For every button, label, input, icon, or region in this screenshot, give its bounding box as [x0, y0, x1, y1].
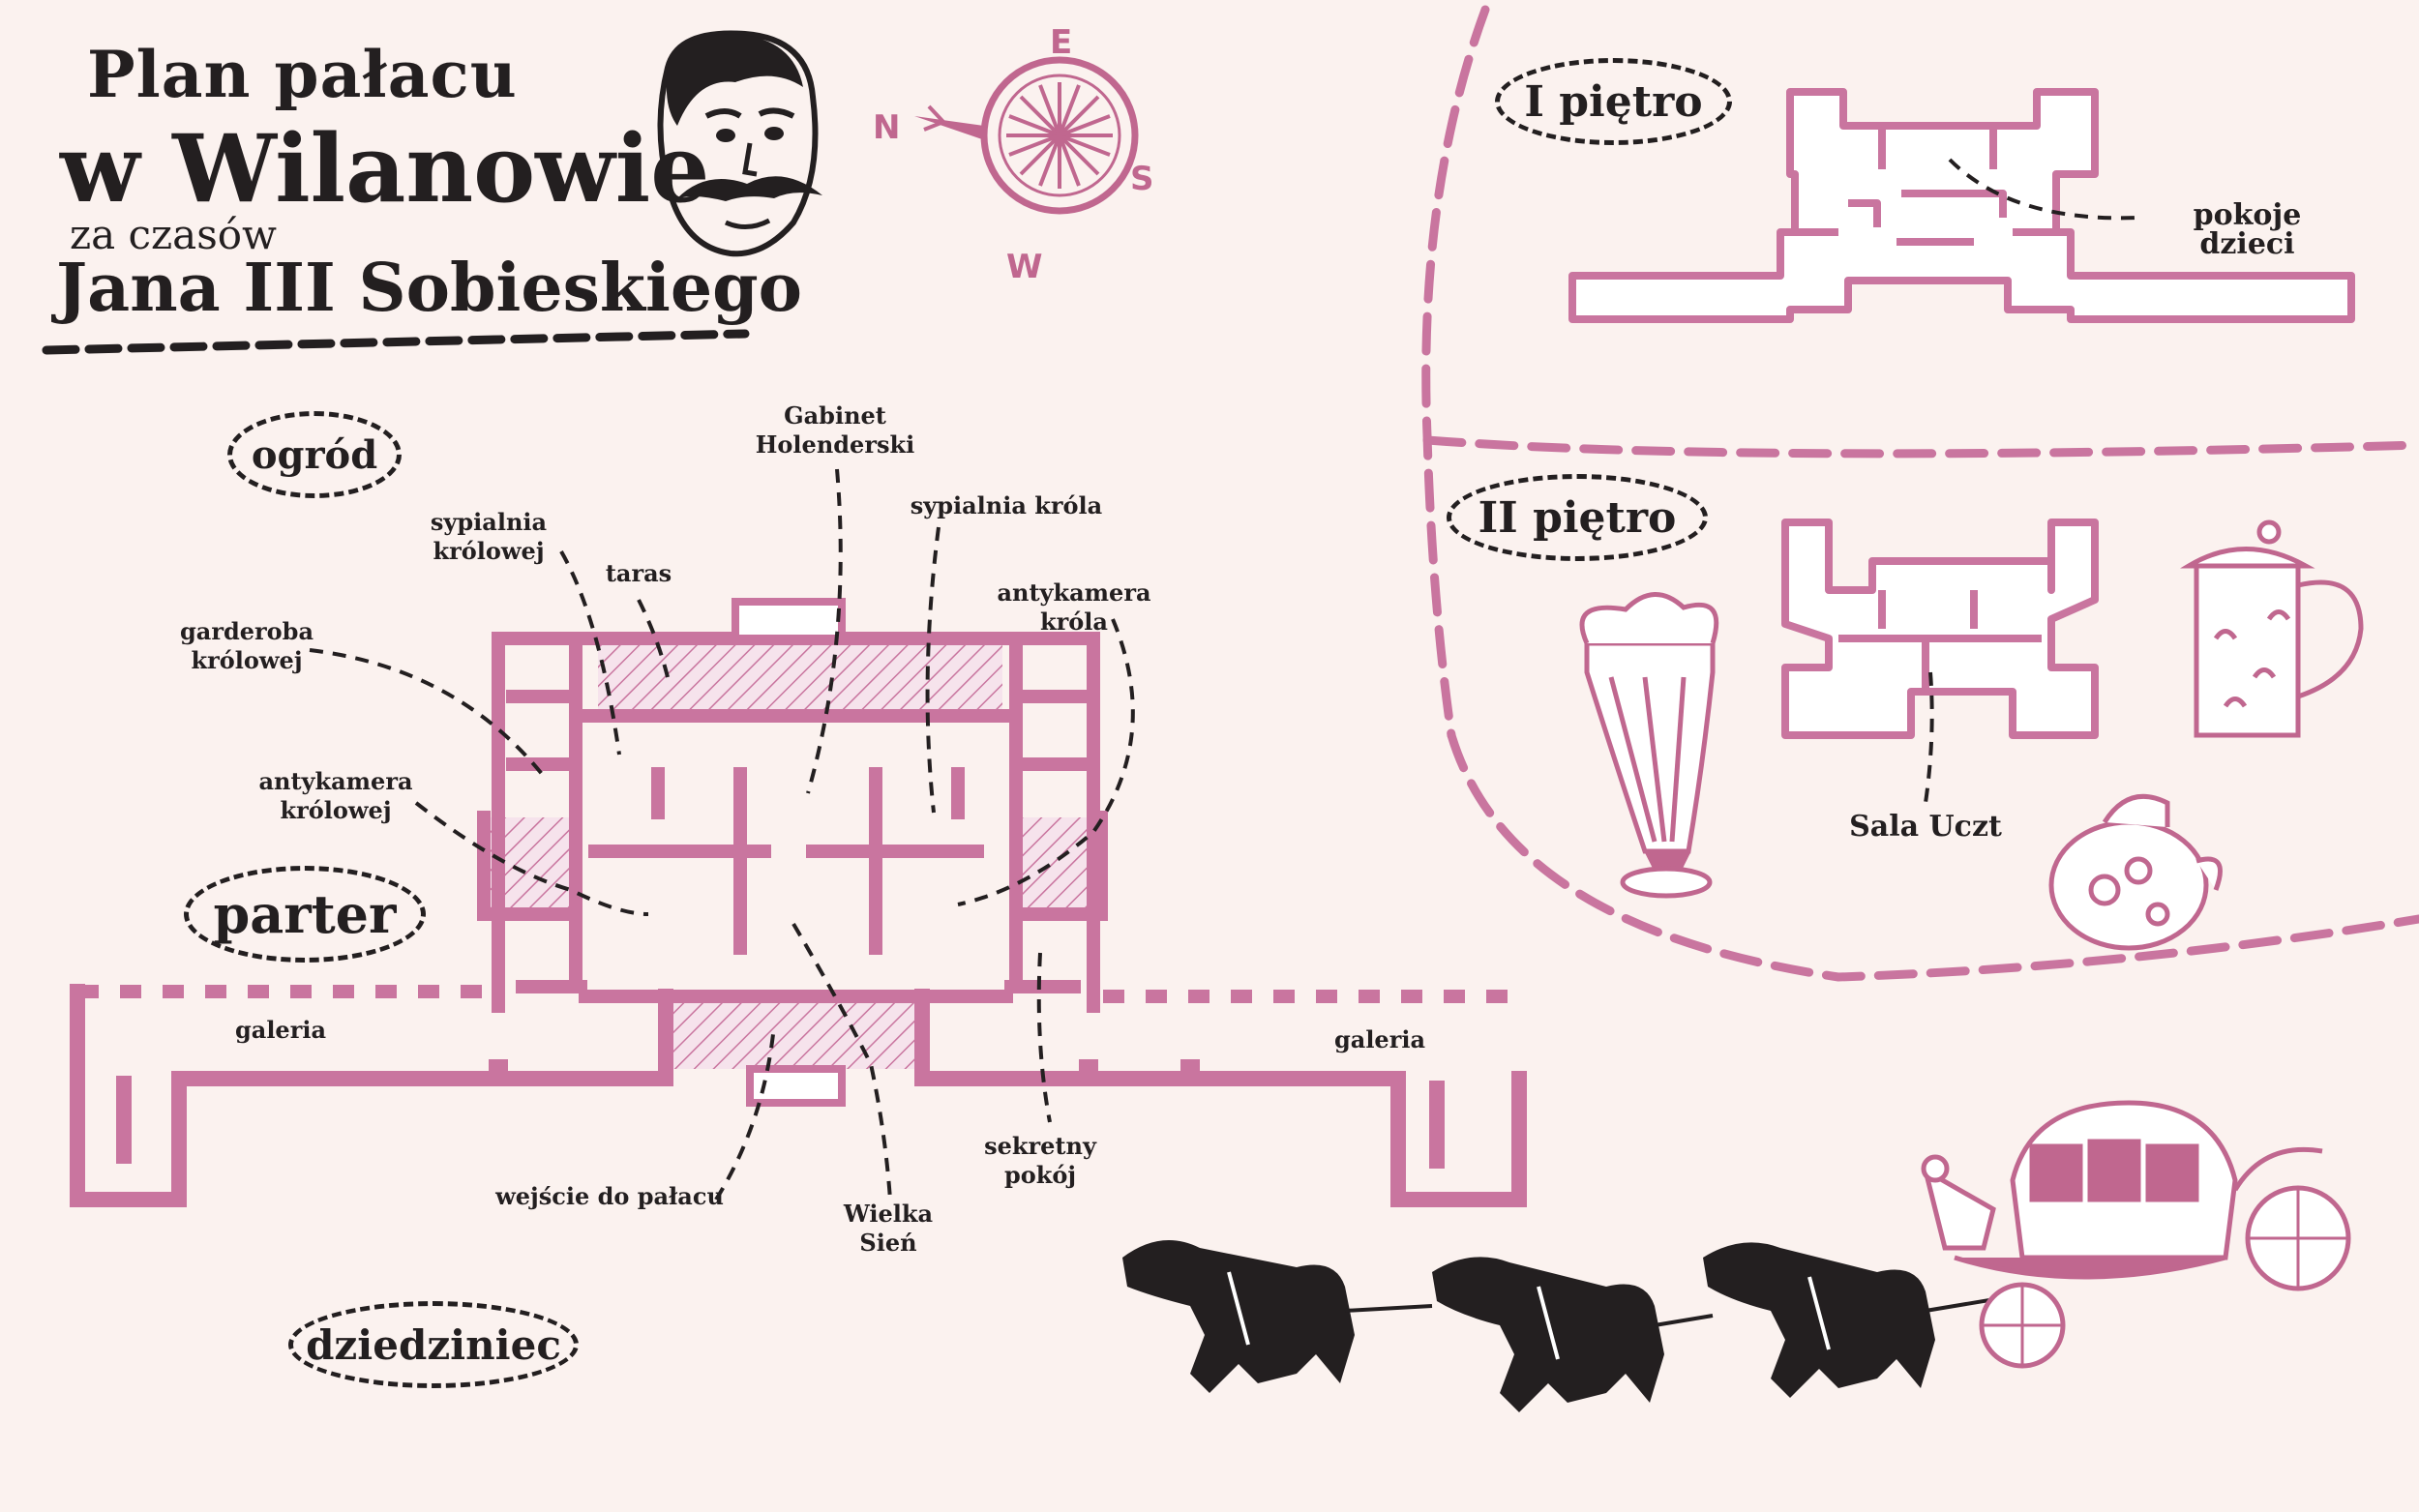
compass-letter-e: E	[1050, 23, 1073, 62]
zone-badge-second-floor: II piętro	[1447, 474, 1708, 561]
label-wielka-sien: Wielka Sień	[843, 1200, 934, 1257]
label-garderoba-krolowej: garderoba królowej	[179, 617, 314, 674]
compass-letter-n: N	[873, 108, 901, 147]
label-galeria-right: galeria	[1333, 1025, 1426, 1053]
zone-badge-garden: ogród	[227, 411, 402, 498]
title-line-1: Plan pałacu	[87, 37, 518, 112]
king-portrait	[657, 30, 822, 257]
floor-divider-left	[1421, 5, 1490, 740]
compass-rose	[914, 56, 1139, 215]
compass-letter-s: S	[1130, 160, 1154, 198]
zone-badge-first-floor: I piętro	[1495, 58, 1732, 145]
zone-badge-ground-floor: parter	[184, 866, 426, 963]
label-sypialnia-krolowej: sypialnia królowej	[430, 508, 548, 565]
label-pokoje-dzieci: pokoje dzieci	[2193, 198, 2302, 261]
tankard-illustration	[2180, 519, 2364, 738]
floor-divider-bottom	[1447, 730, 2419, 982]
label-sypialnia-krola: sypialnia króla	[910, 491, 1103, 519]
floor-divider-mid	[1422, 435, 2419, 459]
horse-carriage-illustration	[1122, 1100, 2351, 1412]
label-gabinet-holenderski: Gabinet Holenderski	[755, 401, 915, 459]
label-galeria-left: galeria	[234, 1016, 327, 1044]
label-antykamera-krola: antykamera króla	[997, 578, 1151, 636]
first-floor-plan	[1568, 88, 2355, 323]
zone-badge-courtyard: dziedziniec	[288, 1301, 579, 1388]
title-line-2: w Wilanowie	[60, 114, 710, 223]
leader-lines	[309, 158, 2139, 1201]
parfait-glass-illustration	[1579, 592, 1719, 899]
teapot-illustration	[2048, 793, 2223, 951]
label-antykamera-krolowej: antykamera królowej	[258, 767, 413, 824]
label-sekretny-pokoj: sekretny pokój	[984, 1132, 1096, 1189]
title-line-3: za czasów	[70, 211, 277, 258]
label-wejscie-do-palacu: wejście do pałacu	[495, 1182, 724, 1210]
ground-floor-plan	[70, 598, 1529, 1207]
label-sala-uczt: Sala Uczt	[1849, 810, 2002, 844]
title-line-4: Jana III Sobieskiego	[56, 250, 803, 327]
label-taras: taras	[605, 559, 672, 587]
compass-letter-w: W	[1006, 248, 1043, 286]
title-underline	[42, 329, 750, 355]
second-floor-plan	[1781, 519, 2099, 739]
